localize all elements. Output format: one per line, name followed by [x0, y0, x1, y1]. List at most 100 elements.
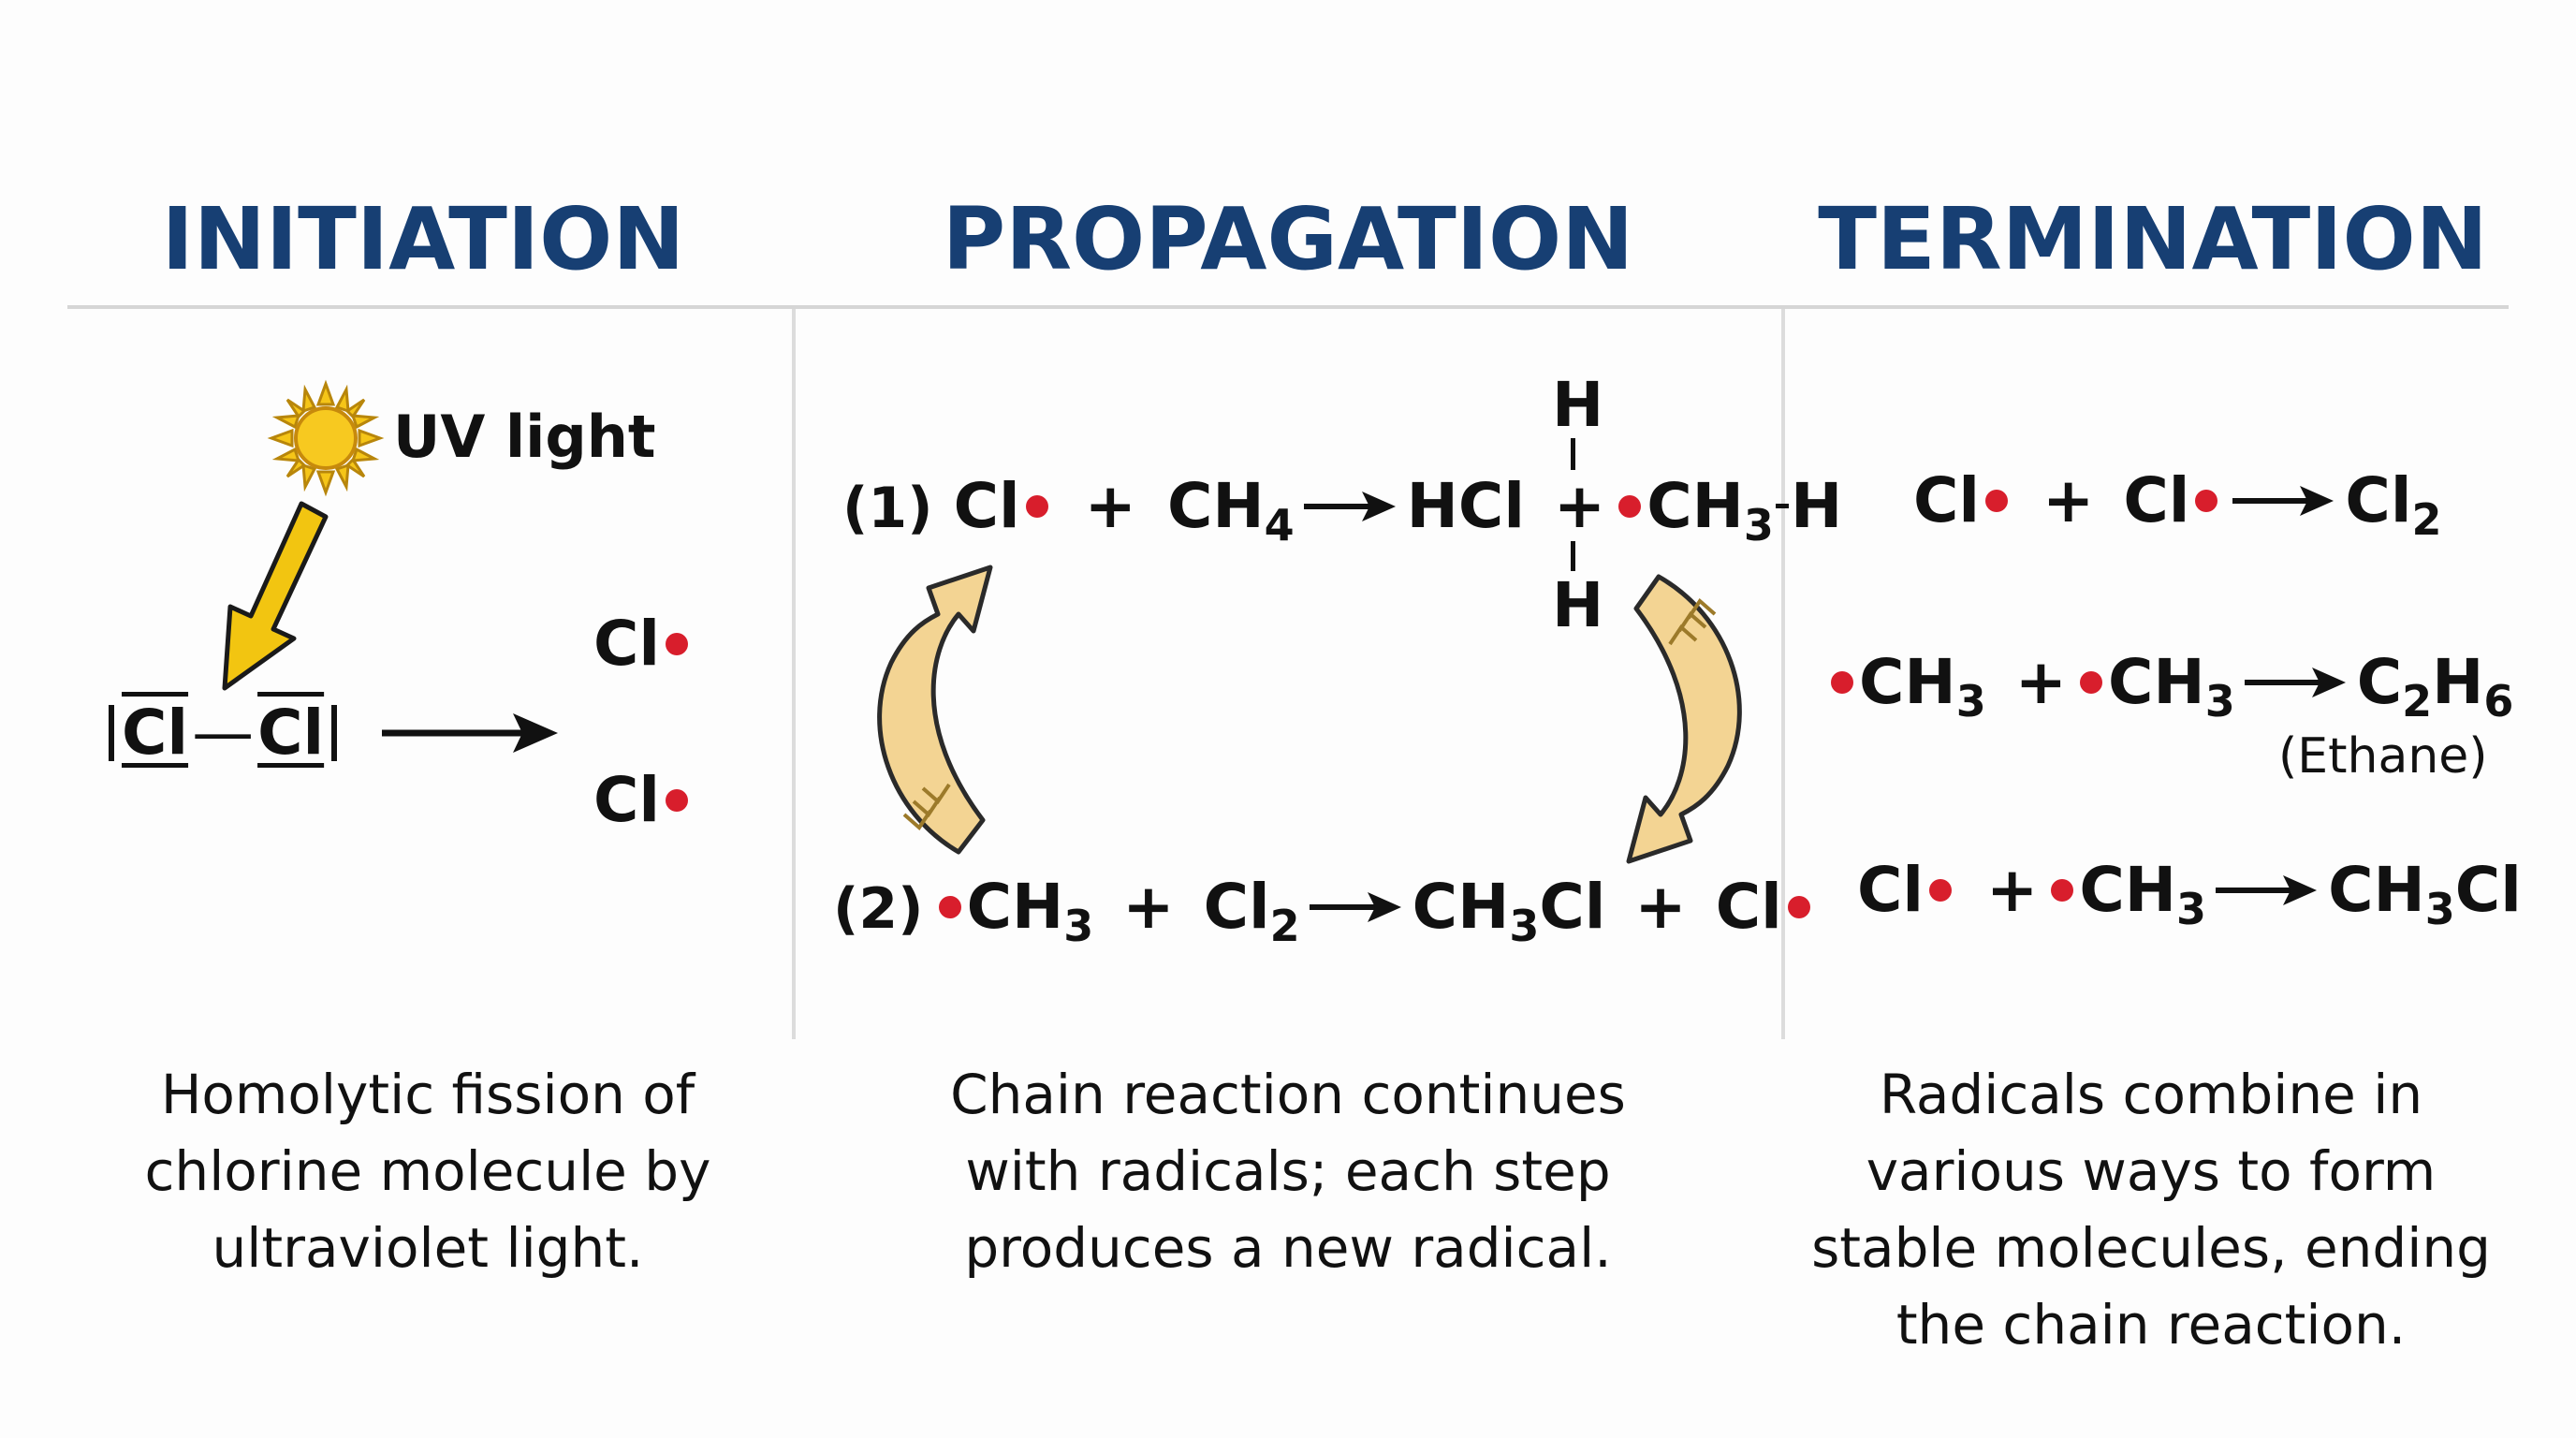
subscript: 3	[1743, 500, 1774, 550]
plus-sign: +	[2042, 464, 2095, 536]
caption-line: the chain reaction.	[1895, 1293, 2407, 1357]
c-h-bond-top	[1571, 438, 1575, 470]
caption-line: Radicals combine in	[1879, 1063, 2423, 1126]
subscript: 2	[2411, 494, 2442, 545]
plus-sign: +	[1553, 470, 1606, 542]
subscript: 4	[1264, 500, 1295, 550]
product: C	[2356, 646, 2403, 718]
subscript: 3	[2424, 884, 2455, 934]
plus-sign: +	[1634, 871, 1687, 943]
reaction-arrow-icon	[2232, 485, 2334, 516]
reactant: CH	[966, 871, 1064, 943]
header-divider	[67, 305, 2509, 309]
subscript: 6	[2483, 676, 2514, 726]
reaction-arrow-icon	[2244, 667, 2346, 697]
subscript: 3	[1063, 901, 1094, 951]
cl-radical-label: Cl	[593, 764, 661, 836]
caption-line: with radicals; each step	[965, 1139, 1611, 1203]
subscript: 2	[1269, 901, 1300, 951]
reaction-arrow-icon	[2216, 874, 2318, 905]
reaction-arrow-icon	[1309, 891, 1401, 922]
uv-arrow-icon	[222, 501, 329, 691]
product-tail: Cl	[1539, 871, 1606, 943]
cl-atom-right: Cl	[257, 697, 325, 769]
initiation-caption: Homolytic fission of chlorine molecule b…	[67, 1056, 788, 1286]
reactant: Cl	[1913, 464, 1981, 536]
reactant: Cl	[1203, 871, 1270, 943]
plus-sign: +	[1084, 470, 1136, 542]
methyl-h-bottom: H	[1552, 569, 1604, 641]
initiation-product-1: Cl	[593, 602, 694, 686]
caption-line: produces a new radical.	[964, 1216, 1612, 1280]
column-divider-left	[792, 309, 796, 1039]
product: CH	[1647, 470, 1744, 542]
reactant: CH	[2108, 646, 2205, 718]
uv-light-label: UV light	[393, 403, 656, 471]
reactant: Cl	[2123, 464, 2190, 536]
subscript: 3	[2204, 676, 2235, 726]
radical-dot	[2195, 489, 2218, 512]
product-tail: Cl	[2454, 854, 2522, 926]
radical-dot	[1831, 670, 1853, 694]
ethane-note: (Ethane)	[2278, 728, 2488, 785]
radical-dot	[1618, 494, 1642, 518]
reactant: Cl	[1857, 854, 1925, 926]
reaction-arrow-icon	[382, 713, 558, 753]
cl-cl-bond: —	[192, 697, 255, 769]
product: CH	[2328, 854, 2425, 926]
initiation-heading: INITIATION	[161, 189, 685, 289]
reactant: CH	[2079, 854, 2177, 926]
product: CH	[1412, 871, 1510, 943]
step-number: (1)	[842, 476, 933, 541]
radical-dot	[1929, 878, 1953, 902]
caption-line: Chain reaction continues	[950, 1063, 1626, 1126]
cycle-arrow-icon	[877, 565, 993, 855]
methyl-h-top: H	[1552, 369, 1604, 441]
plus-sign: +	[2014, 646, 2067, 718]
subscript: 2	[2402, 676, 2433, 726]
radical-dot	[1025, 494, 1048, 518]
lone-pair-right	[331, 704, 338, 761]
termination-heading: TERMINATION	[1818, 189, 2488, 289]
lone-pair-left	[109, 704, 114, 761]
subscript: 3	[1955, 676, 1986, 726]
product: Cl	[2345, 464, 2412, 536]
product: HCl	[1406, 470, 1525, 542]
initiation-product-2: Cl	[593, 758, 694, 843]
cl-radical-label: Cl	[593, 608, 661, 680]
h-bond	[1775, 504, 1789, 509]
cycle-arrow-icon	[1626, 574, 1742, 864]
caption-line: Homolytic fission of	[160, 1063, 695, 1126]
radical-dot	[2051, 878, 2074, 902]
product-tail: H	[1790, 470, 1843, 542]
termination-caption: Radicals combine in various ways to form…	[1786, 1056, 2516, 1363]
product: Cl	[1715, 871, 1782, 943]
caption-line: chlorine molecule by	[144, 1139, 711, 1203]
product: H	[2432, 646, 2484, 718]
plus-sign: +	[1986, 854, 2039, 926]
step-number: (2)	[833, 876, 924, 942]
caption-line: various ways to form	[1866, 1139, 2437, 1203]
radical-dot	[1985, 489, 2009, 512]
plus-sign: +	[1122, 871, 1175, 943]
radical-dot	[666, 788, 689, 812]
radical-dot	[1787, 895, 1810, 918]
reactant: CH	[1166, 470, 1265, 542]
c-h-bond-bottom	[1571, 541, 1575, 571]
subscript: 3	[2176, 884, 2207, 934]
radical-dot	[938, 895, 961, 918]
radical-dot	[2080, 670, 2102, 694]
reactant: Cl	[953, 470, 1020, 542]
sun-icon	[267, 379, 385, 497]
caption-line: ultraviolet light.	[212, 1216, 644, 1280]
propagation-heading: PROPAGATION	[942, 189, 1634, 289]
cl-atom-left: Cl	[122, 697, 189, 769]
subscript: 3	[1509, 901, 1540, 951]
reaction-arrow-icon	[1303, 491, 1396, 521]
reactant: CH	[1859, 646, 1956, 718]
